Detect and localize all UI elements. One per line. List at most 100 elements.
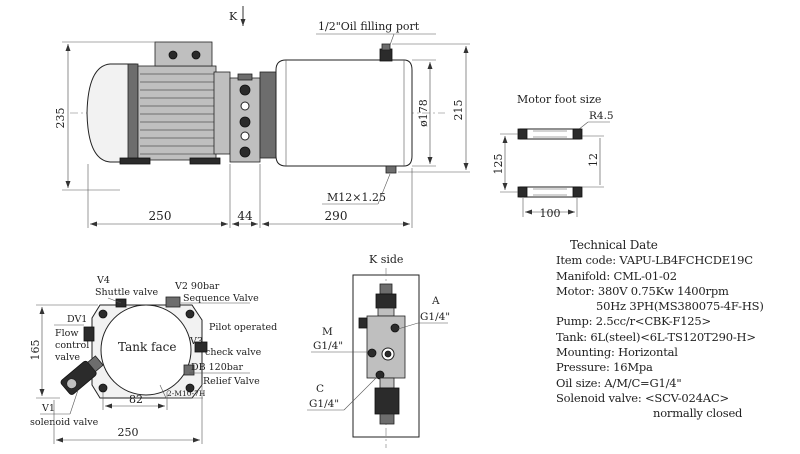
tank-face-view: Tank face V4 Shuttle valve V2 90bar Sequ… xyxy=(29,275,277,444)
label-v2: V2 90bar xyxy=(174,281,220,292)
filler-cap xyxy=(379,48,393,62)
motor-foot-left xyxy=(119,157,151,165)
label-dv1-desc-2: control xyxy=(55,340,89,351)
mount-hole-2 xyxy=(185,309,195,319)
label-dv1: DV1 xyxy=(67,314,87,325)
dim-tank-diameter: ø178 xyxy=(417,99,430,127)
foot-bottom-slot-left xyxy=(517,186,528,198)
label-v2-desc: Sequence Valve xyxy=(183,293,259,304)
dim-290: 290 xyxy=(325,209,348,223)
dim-215: 215 xyxy=(452,100,465,121)
mount-hole-1 xyxy=(98,309,108,319)
port-m xyxy=(367,348,377,358)
m12-label: M12×1.25 xyxy=(327,191,386,204)
label-dv1-desc-3: valve xyxy=(54,352,80,363)
block-port-2 xyxy=(240,101,250,111)
tech-manifold: Manifold: CML-01-02 xyxy=(556,268,677,283)
motor-foot-view: Motor foot size R4.5 125 12 100 xyxy=(492,93,614,220)
k-top-valve xyxy=(375,293,397,309)
tank-body xyxy=(275,59,413,167)
block-port-3 xyxy=(239,116,251,128)
v3-valve xyxy=(194,341,208,353)
k-side-title: K side xyxy=(369,253,403,266)
tech-pump: Pump: 2.5cc/r<CBK-F125> xyxy=(556,314,711,329)
tank-face-title: Tank face xyxy=(118,340,176,354)
mount-hole-4 xyxy=(185,383,195,393)
tech-title: Technical Date xyxy=(570,238,658,252)
dim-250-bottom: 250 xyxy=(118,426,139,439)
k-arrow-label: K xyxy=(229,10,238,23)
k-top-cap xyxy=(379,283,393,295)
dim-235: 235 xyxy=(54,108,67,129)
motor-foot-right xyxy=(189,157,221,165)
dim-250-top: 250 xyxy=(149,209,172,223)
label-v1-desc: solenoid valve xyxy=(30,417,99,428)
solenoid-v1 xyxy=(60,355,104,395)
k-solenoid xyxy=(374,387,400,415)
dim-44: 44 xyxy=(237,209,253,223)
mount-hole-3 xyxy=(98,383,108,393)
label-a-size: G1/4" xyxy=(420,311,450,323)
motor-fan-cover xyxy=(86,63,137,163)
label-bolt: 2-M10-7H xyxy=(167,389,206,398)
block-port-1 xyxy=(239,84,251,96)
motor-flange xyxy=(213,71,231,155)
tech-motor-2: 50Hz 3PH(MS380075-4F-HS) xyxy=(596,299,764,314)
tank-flange xyxy=(259,71,277,159)
tech-solenoid-2: normally closed xyxy=(653,406,743,421)
foot-top xyxy=(519,128,581,140)
foot-bottom xyxy=(519,186,581,198)
k-side-view: K side A G1/4" M G1/4" C G1/4" xyxy=(307,253,450,448)
terminal-gland-2 xyxy=(191,50,201,60)
label-a: A xyxy=(431,295,440,307)
label-v1: V1 xyxy=(41,403,55,414)
foot-top-slot-right xyxy=(572,128,583,140)
tech-mounting: Mounting: Horizontal xyxy=(556,345,678,360)
label-v3-desc-2: check valve xyxy=(205,347,262,358)
technical-data: Technical Date Item code: VAPU-LB4FCHCDE… xyxy=(556,238,800,422)
tech-motor: Motor: 380V 0.75Kw 1400rpm xyxy=(556,283,729,298)
k-manifold xyxy=(366,315,406,379)
tech-pressure: Pressure: 16Mpa xyxy=(556,360,653,375)
label-v4: V4 xyxy=(96,275,110,286)
terminal-gland-1 xyxy=(168,50,178,60)
valve-block xyxy=(229,73,261,163)
motor xyxy=(86,41,231,165)
r45-label: R4.5 xyxy=(589,110,614,122)
motor-band xyxy=(127,63,139,163)
dim-82: 82 xyxy=(129,393,143,406)
block-port-5 xyxy=(239,146,251,158)
label-db-desc: Relief Valve xyxy=(203,376,260,387)
foot-top-slot-left xyxy=(517,128,528,140)
dim-165: 165 xyxy=(29,340,42,361)
terminal-box xyxy=(154,41,213,67)
label-m-size: G1/4" xyxy=(313,340,343,352)
tech-tank: Tank: 6L(steel)<6L-TS120T290-H> xyxy=(556,329,756,344)
filler-cap-top xyxy=(381,43,391,51)
tank xyxy=(259,43,413,174)
block-cap xyxy=(237,73,253,81)
label-c-size: G1/4" xyxy=(309,398,339,410)
drain-plug xyxy=(385,165,397,174)
dv1-valve xyxy=(83,326,95,342)
motor-foot-title: Motor foot size xyxy=(517,93,601,106)
v2-valve xyxy=(165,296,181,308)
oil-port-label: 1/2"Oil filling port xyxy=(318,20,420,33)
label-v3-desc-1: Pilot operated xyxy=(209,322,277,333)
tank-face-circle xyxy=(100,304,192,396)
tech-item-code: Item code: VAPU-LB4FCHCDE19C xyxy=(556,253,753,268)
foot-bottom-slot-right xyxy=(572,186,583,198)
side-view: K 1/2"Oil filling port xyxy=(54,6,470,228)
block-port-4 xyxy=(240,131,250,141)
motor-fins xyxy=(140,73,214,155)
label-dv1-desc-1: Flow xyxy=(55,328,78,339)
dim-100: 100 xyxy=(540,207,561,220)
dim-125: 125 xyxy=(492,154,505,175)
label-v4-desc: Shuttle valve xyxy=(95,287,158,298)
label-db: DB 120bar xyxy=(191,362,243,373)
k-side-lug xyxy=(358,317,368,329)
dim-12: 12 xyxy=(587,153,600,167)
port-a xyxy=(390,323,400,333)
label-m: M xyxy=(322,326,333,338)
